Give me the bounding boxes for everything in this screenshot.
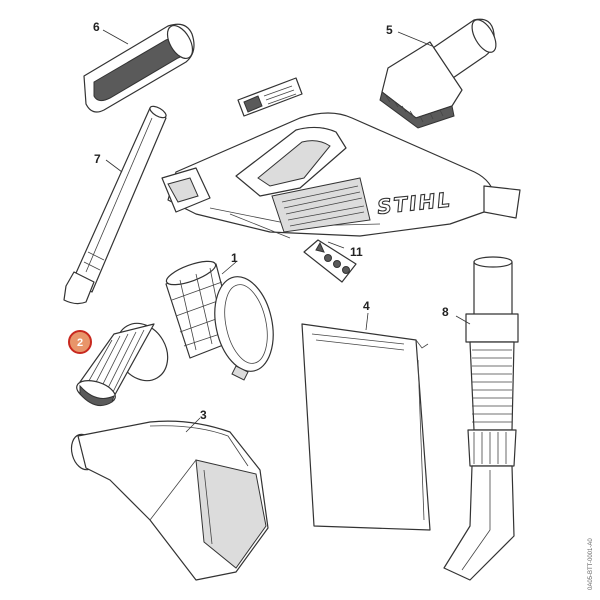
leader-3 xyxy=(185,417,201,433)
label-part-5[interactable]: 5 xyxy=(386,23,393,37)
label-part-7[interactable]: 7 xyxy=(94,152,101,166)
part-4-collection-bag[interactable] xyxy=(301,323,431,531)
part-11-label-sticker[interactable] xyxy=(303,239,357,283)
leader-8 xyxy=(455,315,471,325)
leader-7 xyxy=(105,159,123,173)
label-part-2[interactable]: 2 xyxy=(77,337,83,349)
label-part-3[interactable]: 3 xyxy=(200,408,207,422)
part-5-brush-nozzle[interactable] xyxy=(379,16,501,129)
part-3-wide-nozzle[interactable] xyxy=(68,420,269,581)
label-part-8[interactable]: 8 xyxy=(442,305,449,319)
part-6-nozzle-sleeve[interactable] xyxy=(83,21,198,113)
label-part-1[interactable]: 1 xyxy=(231,251,238,265)
leader-1 xyxy=(221,261,237,275)
highlight-ring xyxy=(68,330,92,354)
housing-warning-label xyxy=(237,77,303,117)
leader-4 xyxy=(365,312,369,331)
part-1-prefilter[interactable] xyxy=(164,257,282,381)
main-unit-housing xyxy=(161,112,521,239)
label-part-6[interactable]: 6 xyxy=(93,20,100,34)
part-2-cone-filter[interactable] xyxy=(74,314,178,408)
part-7-extension-tube[interactable] xyxy=(63,104,168,305)
label-part-11[interactable]: 11 xyxy=(350,245,363,259)
leader-5 xyxy=(397,31,433,47)
leader-6 xyxy=(102,29,129,45)
highlight-marker-part-2[interactable]: 2 xyxy=(68,330,92,354)
label-part-4[interactable]: 4 xyxy=(363,299,370,313)
part-8-flexible-hose[interactable] xyxy=(443,256,519,581)
leader-11 xyxy=(327,241,345,249)
drawing-code: 0A05-BTT-0001-A0 xyxy=(588,538,594,590)
